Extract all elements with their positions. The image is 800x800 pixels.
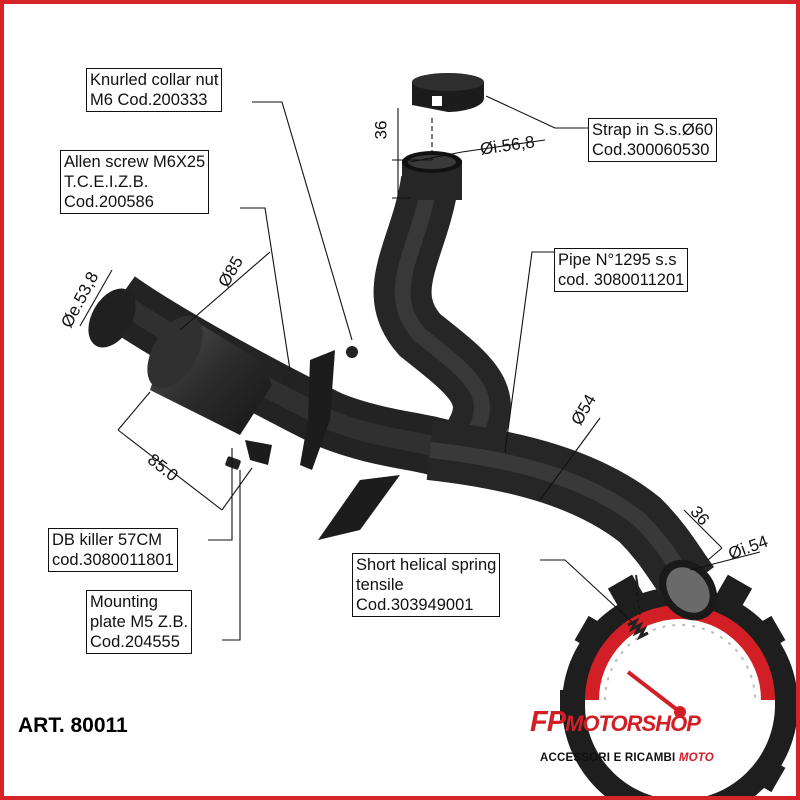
brand-tagline-accent: MOTO (678, 752, 714, 764)
article-number: ART. 80011 (18, 714, 128, 737)
label-line: Cod.300060530 (592, 141, 710, 159)
label-line: cod. 3080011201 (558, 271, 685, 289)
brand-name-part2: MOTORSHOP (565, 711, 701, 736)
frame-right (796, 0, 800, 800)
strap (412, 73, 484, 112)
upper-pipe (373, 151, 511, 457)
label-line: Mounting (90, 593, 158, 611)
label-line: T.C.E.I.Z.B. (64, 173, 149, 191)
label-allen-screw: Allen screw M6X25 T.C.E.I.Z.B. Cod.20058… (60, 150, 210, 214)
label-line: Cod.303949001 (356, 596, 474, 614)
mounting-bracket (245, 350, 400, 540)
allen-screw (281, 373, 299, 386)
brand-name-part1: FP (530, 706, 566, 738)
frame-top (0, 0, 800, 4)
label-line: Cod.204555 (90, 633, 180, 651)
label-spring: Short helical spring tensile Cod.3039490… (352, 553, 501, 617)
mounting-plate-nut (225, 456, 241, 470)
label-pipe: Pipe N°1295 s.s cod. 3080011201 (554, 248, 689, 292)
brand-tagline-text: ACCESSORI E RICAMBI (540, 752, 676, 764)
label-line: DB killer 57CM (52, 531, 163, 549)
frame-left (0, 0, 4, 800)
collar-nut (346, 346, 358, 358)
label-line: Short helical spring (356, 556, 497, 574)
label-line: Pipe N°1295 s.s (558, 251, 677, 269)
label-mounting-plate: Mounting plate M5 Z.B. Cod.204555 (86, 590, 193, 654)
label-line: Cod.200586 (64, 193, 154, 211)
label-db-killer: DB killer 57CM cod.3080011801 (48, 528, 178, 572)
frame-bottom (0, 796, 800, 800)
leader-lines (79, 95, 761, 641)
label-line: cod.3080011801 (52, 551, 174, 569)
brand-tagline: ACCESSORI E RICAMBI MOTO (540, 752, 714, 764)
label-line: M6 Cod.200333 (90, 91, 208, 109)
label-line: plate M5 Z.B. (90, 613, 189, 631)
main-pipe (426, 420, 718, 621)
label-line: Knurled collar nut (90, 71, 219, 89)
dim-top-length: 36 (371, 120, 391, 140)
label-strap: Strap in S.s.Ø60 Cod.300060530 (588, 118, 718, 162)
label-knurled-collar-nut: Knurled collar nut M6 Cod.200333 (86, 68, 223, 112)
label-line: Strap in S.s.Ø60 (592, 121, 714, 139)
label-line: Allen screw M6X25 (64, 153, 206, 171)
muffler (147, 315, 272, 435)
spring (627, 574, 649, 641)
brand-logo-text: FPMOTORSHOP (530, 706, 701, 739)
label-line: tensile (356, 576, 404, 594)
